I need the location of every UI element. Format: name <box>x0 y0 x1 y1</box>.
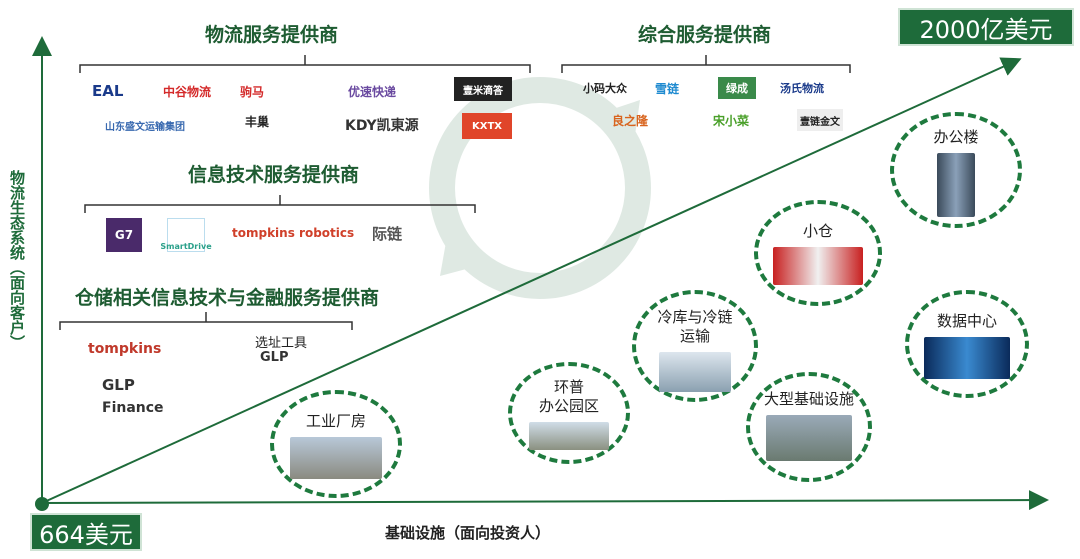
it-title: 信息技术服务提供商 <box>188 164 360 186</box>
logo-g7: G7 <box>106 218 142 252</box>
logo-eal: EAL <box>92 82 124 100</box>
logo-shandong: 山东盛文运输集团 <box>105 121 185 133</box>
asset-label: 办公楼 <box>933 128 979 146</box>
airport-image <box>766 415 852 461</box>
asset-label: 冷库与冷链 运输 <box>657 308 733 345</box>
asset-label: 大型基础设施 <box>763 390 854 408</box>
storage-units-image <box>773 247 863 285</box>
asset-label: 数据中心 <box>936 312 997 330</box>
y-axis-label: 物流生态系统（面向客户） <box>8 170 26 350</box>
asset-cold-chain: 冷库与冷链 运输 <box>632 290 758 402</box>
logo-snowlink: 雪链 <box>655 81 680 96</box>
asset-label: 环普 办公园区 <box>538 378 599 415</box>
logo-glp-tool: GLP <box>260 349 289 365</box>
asset-industrial: 工业厂房 <box>270 390 402 498</box>
logo-tangshi: 汤氏物流 <box>780 82 824 95</box>
logo-kxtx: KXTX <box>462 113 512 139</box>
logo-yimi: 壹米滴答 <box>454 77 512 101</box>
logo-zhonggu: 中谷物流 <box>163 84 212 99</box>
logo-lvcheng: 绿成 <box>718 77 756 99</box>
factory-image <box>290 437 382 479</box>
integrated-title: 综合服务提供商 <box>638 24 772 46</box>
logo-juma: 驹马 <box>240 84 265 99</box>
finance-title: 仓储相关信息技术与金融服务提供商 <box>75 287 380 309</box>
logo-xiaoma: 小码大众 <box>583 82 627 95</box>
office-park-image <box>529 422 609 450</box>
x-axis-label: 基础设施（面向投资人） <box>385 524 551 542</box>
max-value-box: 2000亿美元 <box>898 8 1074 46</box>
logo-yousu: 优速快递 <box>348 84 397 99</box>
asset-office-park: 环普 办公园区 <box>508 362 630 464</box>
logo-songxiaocai: 宋小菜 <box>713 113 750 128</box>
asset-label: 工业厂房 <box>305 412 366 430</box>
brackets <box>59 55 851 330</box>
min-value-box: 664美元 <box>30 513 142 551</box>
asset-label: 小仓 <box>802 222 833 240</box>
logo-glp-finance: GLP <box>102 376 135 394</box>
diagonal-trend <box>41 57 1022 504</box>
tower-image <box>937 153 975 217</box>
logo-jilian: 际链 <box>372 224 403 243</box>
logo-liangzhilong: 良之隆 <box>612 113 649 128</box>
logo-tompkins: tompkins <box>88 341 162 357</box>
logistics-title: 物流服务提供商 <box>205 24 339 46</box>
asset-office-building: 办公楼 <box>890 112 1022 228</box>
logo-tompkins-robotics: tompkins robotics <box>232 226 355 240</box>
site-tool-label: 选址工具 <box>255 335 308 351</box>
logo-hivebox: 丰巢 <box>245 114 270 129</box>
server-room-image <box>924 337 1010 379</box>
asset-data-center: 数据中心 <box>905 290 1029 398</box>
asset-small-warehouse: 小仓 <box>754 200 882 306</box>
cold-storage-image <box>659 352 731 392</box>
x-axis <box>41 490 1049 511</box>
logo-kdy: KDY凯東源 <box>345 118 419 134</box>
cycle-arrow-icon <box>429 77 651 299</box>
logo-yilian: 壹链金文 <box>797 109 843 131</box>
asset-infrastructure: 大型基础设施 <box>746 372 872 482</box>
logo-smartdrive: SmartDrive <box>160 218 212 252</box>
logo-finance-text: Finance <box>102 400 164 416</box>
